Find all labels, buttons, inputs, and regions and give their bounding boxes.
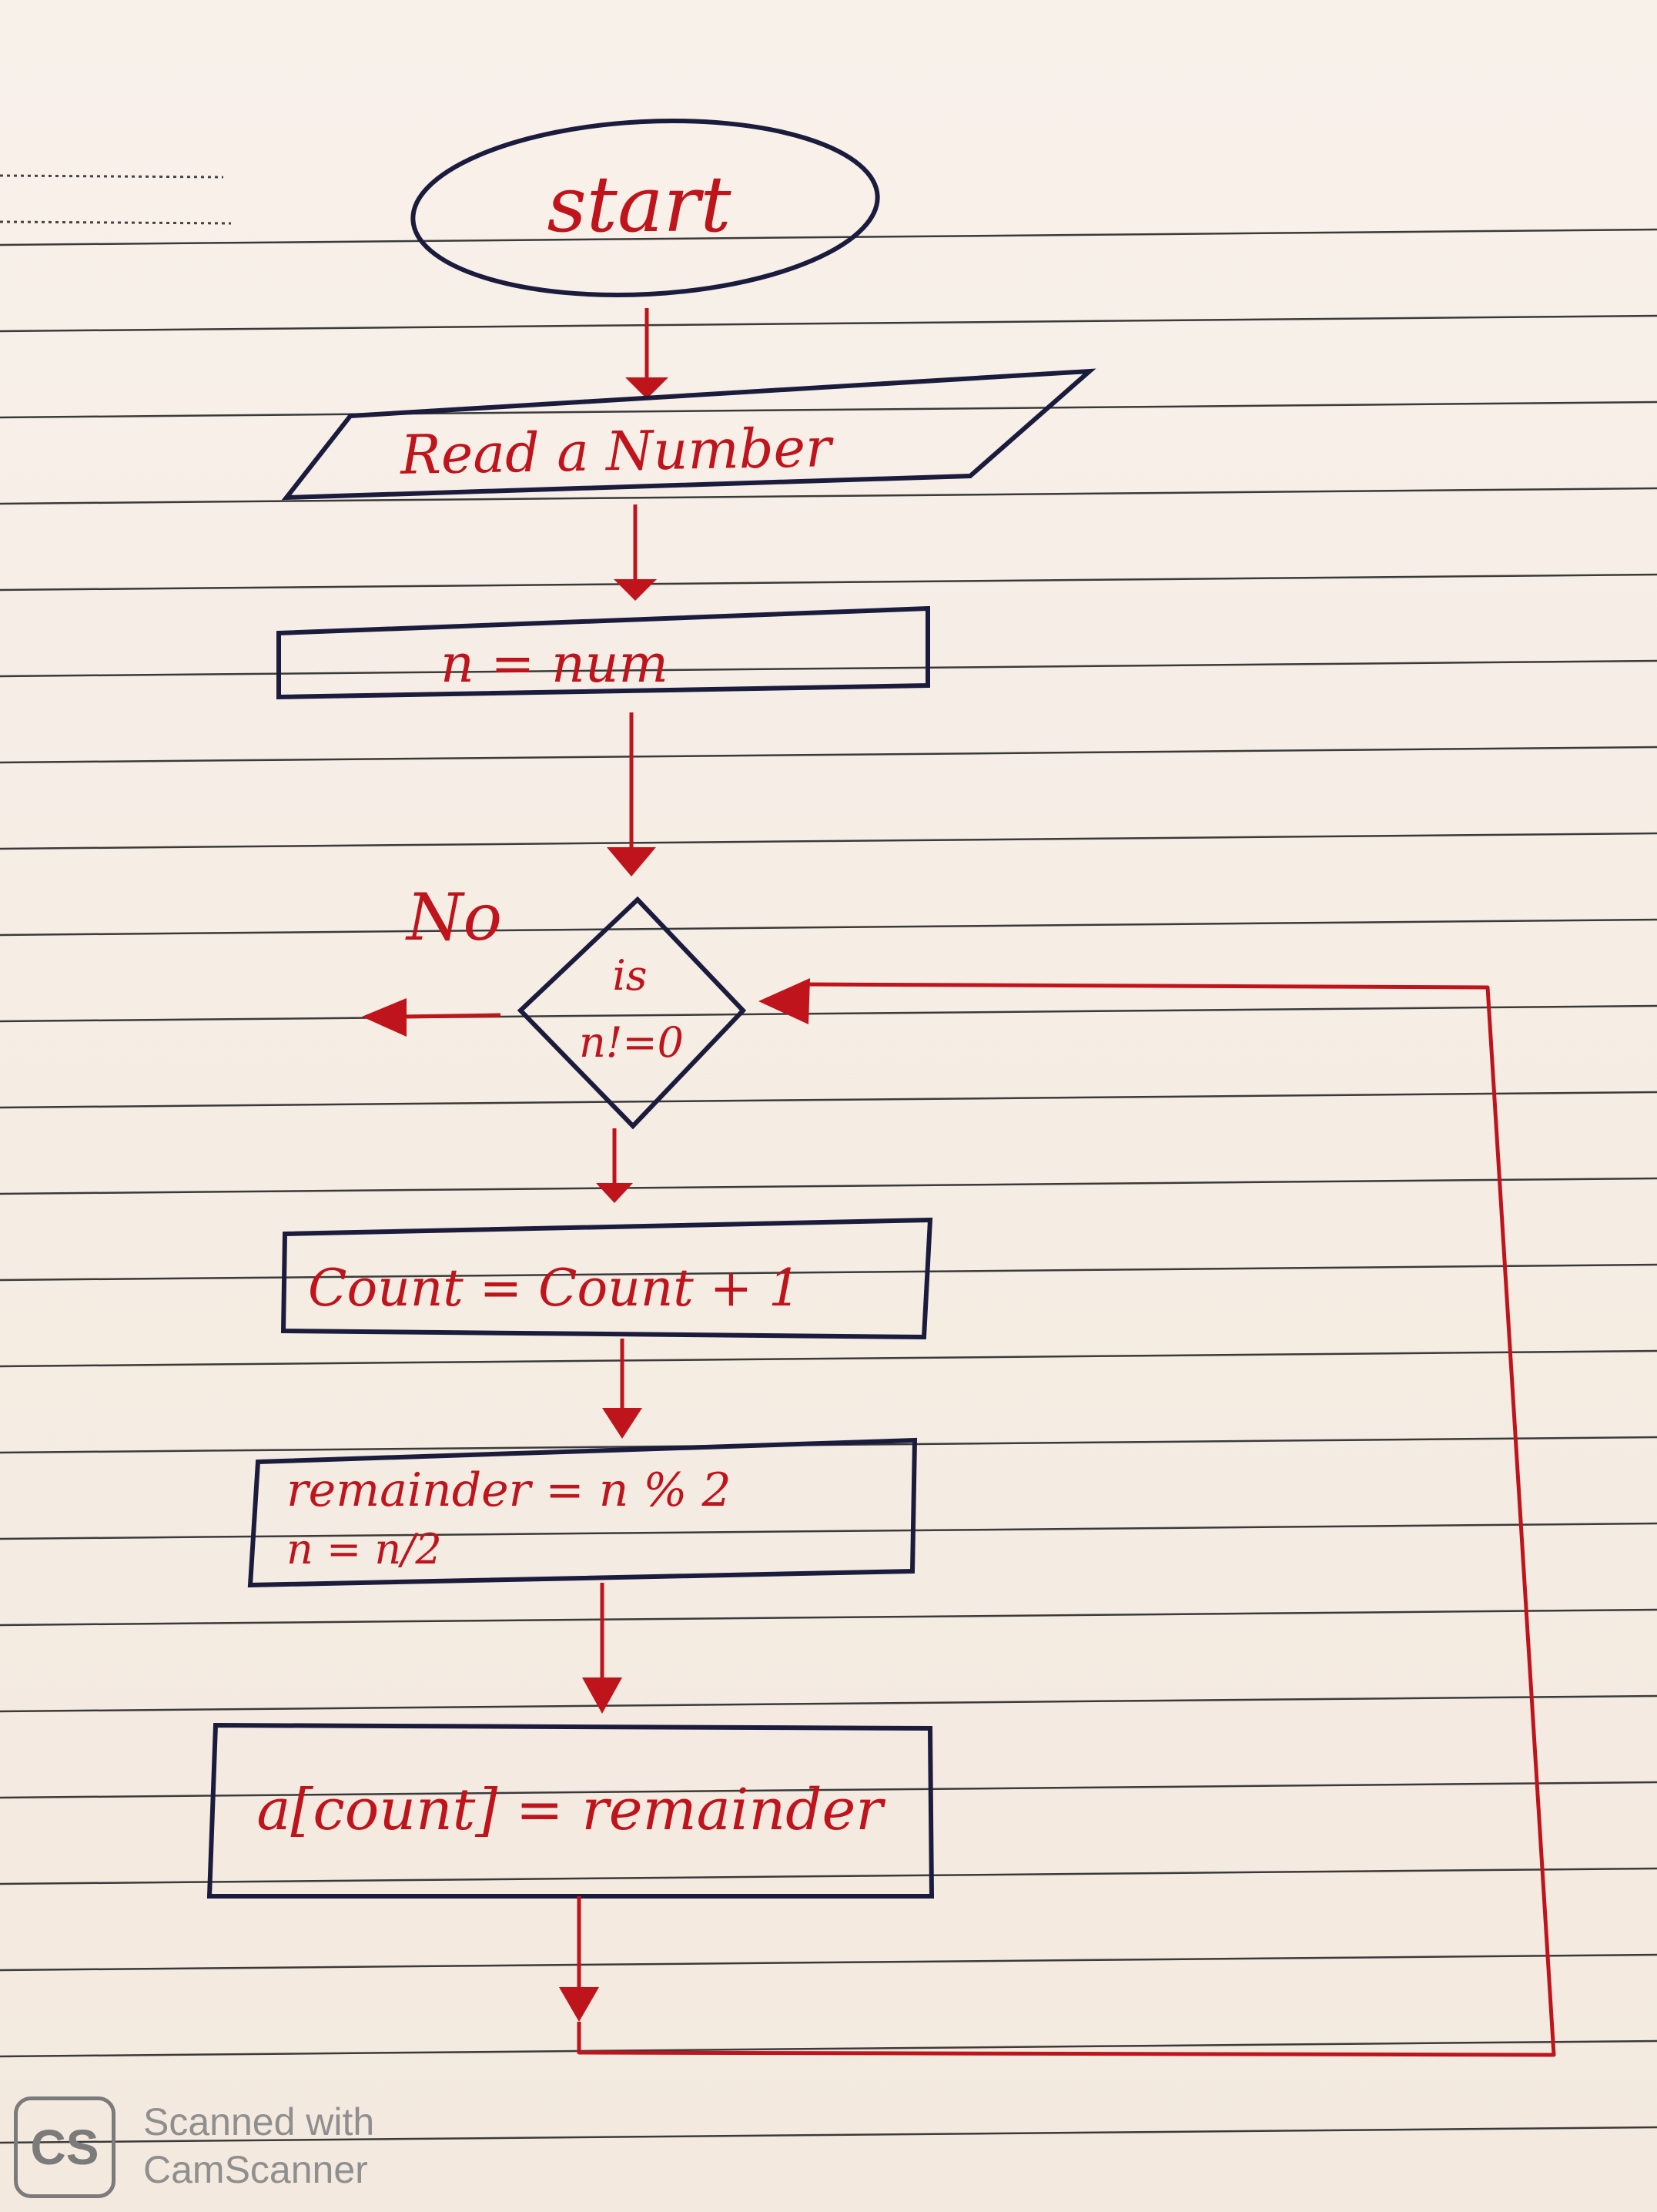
remainder-label-line2: n = n/2	[286, 1525, 442, 1574]
loop-back-connector	[577, 978, 1556, 2057]
decision-node: is n!=0	[517, 896, 747, 1130]
loop-back-line	[577, 982, 1556, 2057]
assign-node: n = num	[276, 605, 930, 700]
notebook-rule-line	[0, 573, 1657, 592]
notebook-rule-line	[0, 2126, 1657, 2144]
notebook-rule-line	[0, 659, 1657, 678]
count-node: Count = Count + 1	[280, 1217, 933, 1340]
margin-dotted-line	[0, 174, 224, 179]
no-branch: No	[362, 880, 502, 1037]
connector-remainder-to-store	[582, 1583, 622, 1714]
store-label: a[count] = remainder	[256, 1777, 886, 1843]
notebook-rules	[0, 228, 1657, 2144]
notebook-rule-line	[0, 314, 1657, 333]
input-node: Read a Number	[281, 368, 1096, 501]
connector-assign-to-decision	[607, 712, 656, 876]
remainder-label-line1: remainder = n % 2	[286, 1463, 731, 1517]
connector-start-to-input	[625, 308, 668, 399]
margin-dotted-line	[0, 220, 232, 225]
connector-decision-to-count	[596, 1128, 633, 1203]
connector-input-to-assign	[614, 504, 657, 601]
decision-diamond	[517, 896, 747, 1130]
decision-label-line1: is	[613, 951, 648, 1000]
input-parallelogram	[281, 368, 1096, 501]
start-label: start	[547, 159, 731, 250]
notebook-rule-line	[0, 1004, 1657, 1023]
notebook-rule-line	[0, 832, 1657, 850]
input-label: Read a Number	[398, 416, 834, 487]
connector-store-down	[559, 1896, 599, 2022]
camscanner-logo: CS	[14, 2096, 115, 2198]
notebook-rule-line	[0, 1781, 1657, 1799]
notebook-rule-line	[0, 1953, 1657, 1972]
notebook-rule-line	[0, 1177, 1657, 1195]
count-label: Count = Count + 1	[308, 1258, 801, 1318]
store-node: a[count] = remainder	[206, 1722, 935, 1899]
connector-count-to-remainder	[602, 1339, 642, 1439]
notebook-rule-line	[0, 401, 1657, 419]
assign-label: n = num	[440, 634, 668, 695]
remainder-node: remainder = n % 2 n = n/2	[247, 1437, 918, 1588]
watermark-line2: CamScanner	[143, 2148, 368, 2191]
start-node: start	[410, 119, 880, 297]
notebook-rule-line	[0, 918, 1657, 937]
notebook-rule-line	[0, 1349, 1657, 1368]
notebook-rule-line	[0, 1091, 1657, 1109]
start-oval	[410, 119, 880, 297]
notebook-rule-line	[0, 1694, 1657, 1713]
notebook-rule-line	[0, 746, 1657, 764]
no-arrowhead	[362, 998, 407, 1037]
notebook-rule-line	[0, 1867, 1657, 1885]
notebook-rule-line	[0, 228, 1657, 246]
assign-box	[276, 605, 930, 700]
no-label: No	[405, 880, 502, 955]
watermark-line1: Scanned with	[143, 2100, 375, 2143]
scanner-watermark: CS Scanned with CamScanner	[14, 2089, 445, 2198]
notebook-rule-line	[0, 1522, 1657, 1540]
decision-label-line2: n!=0	[579, 1018, 684, 1067]
notebook-rule-line	[0, 1608, 1657, 1627]
notebook-rule-line	[0, 487, 1657, 505]
count-box	[280, 1217, 933, 1340]
store-box	[206, 1722, 935, 1899]
notebook-rule-line	[0, 2039, 1657, 2058]
loop-back-arrowhead	[758, 978, 810, 1024]
remainder-box	[247, 1437, 918, 1588]
notebook-rule-line	[0, 1263, 1657, 1282]
